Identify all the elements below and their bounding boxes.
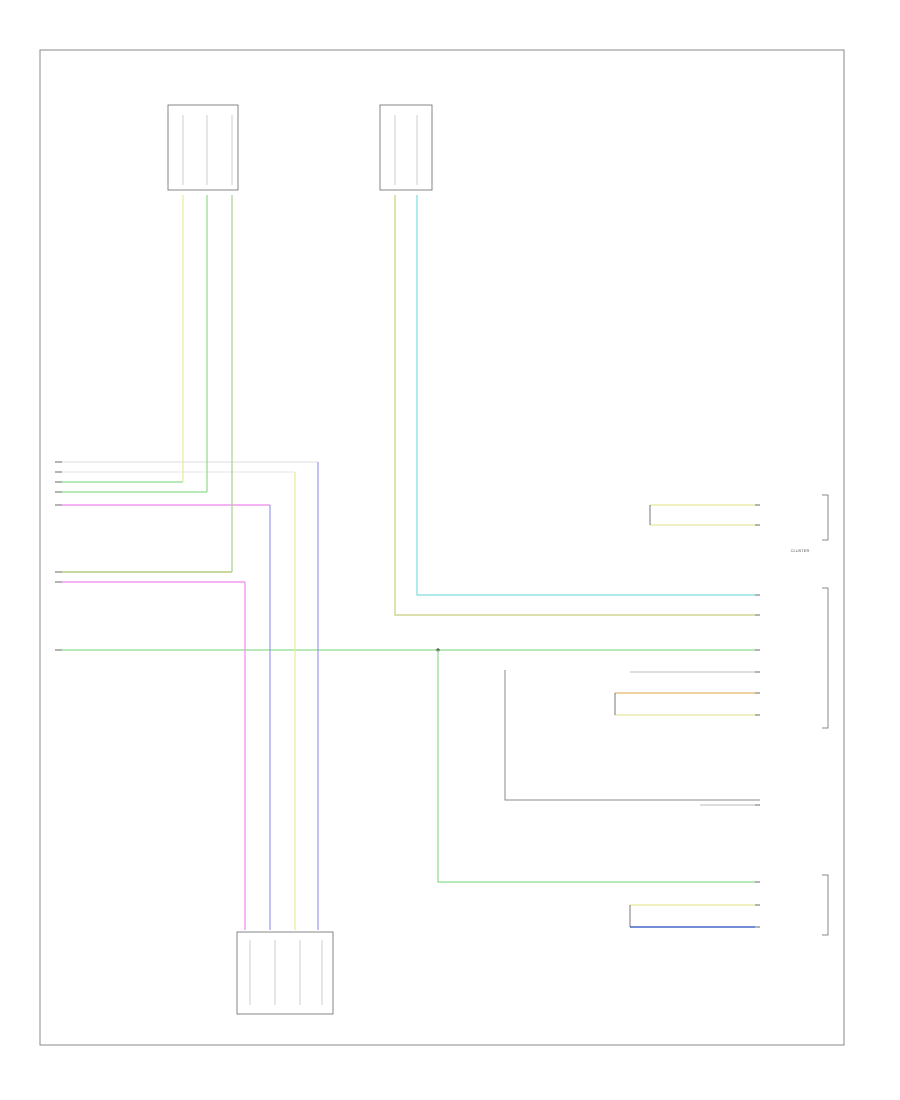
- top-middle-wires: [394, 195, 755, 616]
- cluster-label: CLUSTER: [791, 548, 810, 553]
- left-harness: [62, 461, 755, 651]
- diagram-frame: [39, 49, 845, 1046]
- middle-bracket: [504, 670, 760, 801]
- top-left-verticals: [182, 195, 233, 572]
- connector-bottom-center: [236, 931, 334, 1015]
- box-pin-stubs: [182, 115, 418, 1005]
- left-pin-ticks: [55, 461, 62, 651]
- pin-ticks: [755, 504, 760, 928]
- cluster-bracket: [822, 494, 829, 541]
- twist-markers: [614, 505, 651, 927]
- bottom-bracket: [822, 874, 829, 936]
- bottom-verticals: [244, 462, 319, 930]
- wire-cyan-route: [416, 195, 755, 596]
- connector-top-left: [167, 104, 239, 191]
- connector-top-middle: [379, 104, 433, 191]
- module-bracket: [822, 587, 829, 729]
- right-wires: [615, 504, 755, 928]
- splice-route: [436, 648, 755, 883]
- wire-olive-route: [394, 195, 755, 616]
- wire-green-drop: [437, 650, 755, 883]
